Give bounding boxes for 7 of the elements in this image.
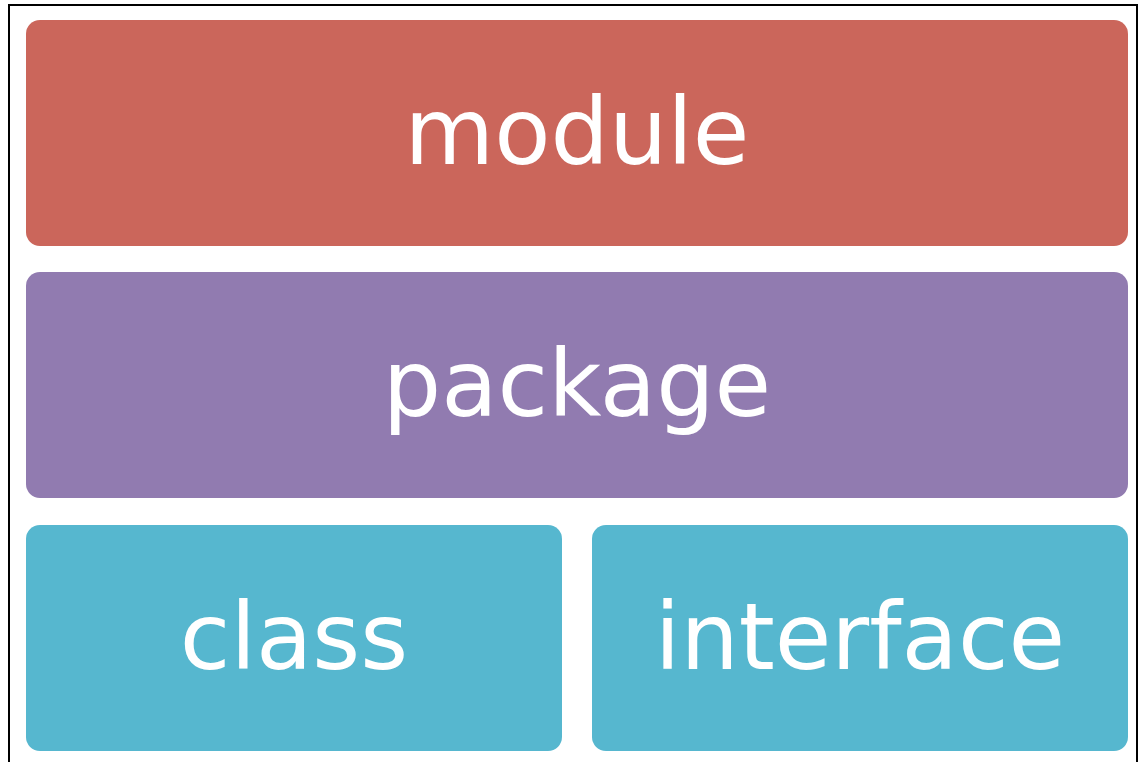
block-label: class <box>179 592 409 684</box>
module-block <box>26 20 1128 246</box>
class-block <box>26 525 562 751</box>
interface-block <box>592 525 1128 751</box>
package-block <box>26 272 1128 498</box>
block-label: module <box>404 87 750 179</box>
block-label: interface <box>654 592 1066 684</box>
